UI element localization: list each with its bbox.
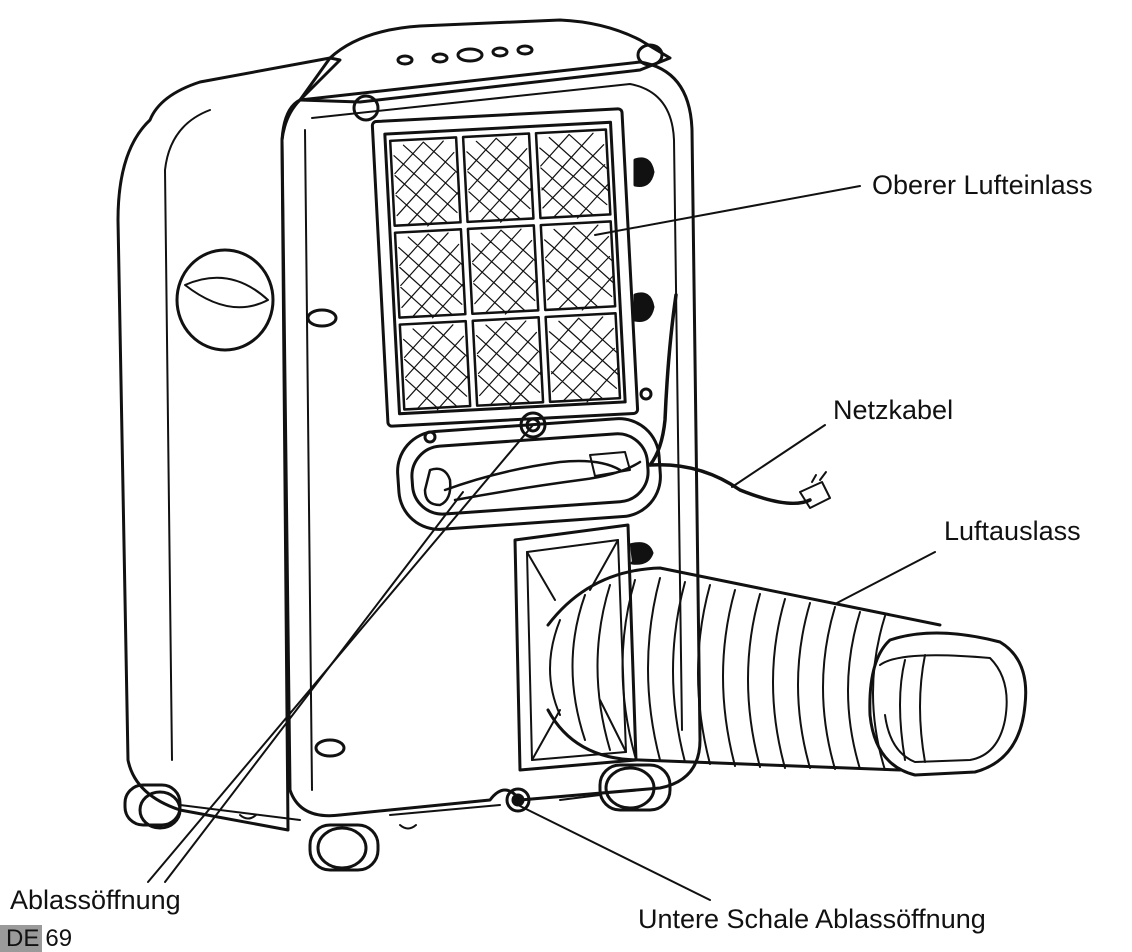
leader-air-outlet	[834, 551, 936, 605]
side-handle	[175, 248, 275, 352]
label-drain-opening: Ablassöffnung	[10, 885, 181, 915]
leader-upper-inlet	[594, 185, 861, 236]
label-air-outlet: Luftauslass	[944, 516, 1081, 546]
power-cord	[648, 293, 812, 506]
language-code: DE	[0, 925, 43, 952]
leader-drain-b	[164, 491, 464, 883]
unit-back-panel	[280, 60, 702, 818]
lower-drain-plug	[505, 787, 531, 813]
leader-lower-drain	[519, 805, 711, 901]
label-lower-tray-drain: Untere Schale Ablassöffnung	[638, 904, 986, 934]
drain-outlet	[519, 411, 547, 439]
unit-side-panel	[116, 56, 342, 832]
exhaust-hose	[546, 566, 1028, 777]
label-power-cord: Netzkabel	[833, 395, 954, 425]
caster-wheels	[123, 763, 672, 872]
unit-top	[298, 18, 672, 104]
air-outlet-frame	[513, 523, 654, 772]
page-number: 69	[45, 925, 73, 952]
label-upper-air-inlet: Oberer Lufteinlass	[872, 170, 1093, 200]
upper-air-inlet-grille	[370, 107, 655, 428]
leader-power-cord	[731, 424, 826, 488]
cord-holder	[396, 387, 662, 531]
